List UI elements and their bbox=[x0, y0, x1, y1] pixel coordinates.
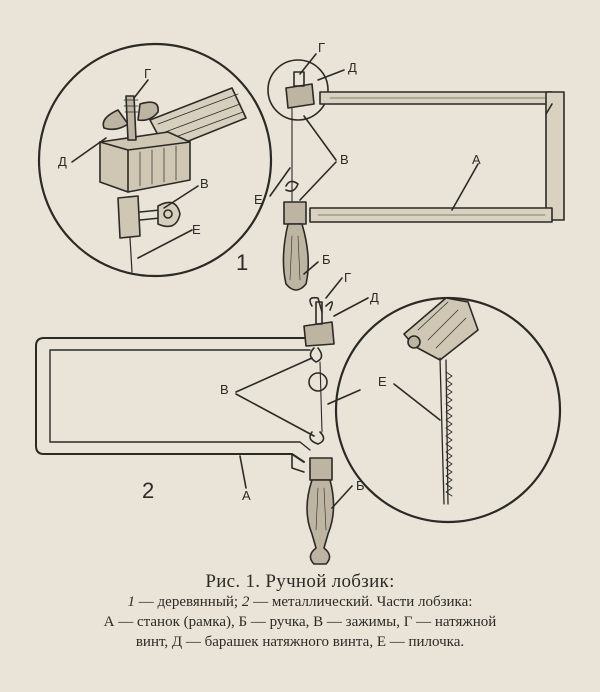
detail-circle-blade bbox=[334, 296, 562, 524]
figure-number-2: 2 bbox=[142, 478, 154, 503]
label-e: Е bbox=[378, 374, 387, 389]
label-group-metal: Г Д В Е А Б 2 bbox=[142, 270, 387, 503]
label-d: Д bbox=[370, 290, 379, 305]
caption-num-2: 2 bbox=[241, 594, 250, 610]
label-v: В bbox=[200, 176, 209, 191]
label-v: В bbox=[220, 382, 229, 397]
label-d: Д bbox=[58, 154, 67, 169]
label-g: Г bbox=[144, 66, 151, 81]
figure-caption: Рис. 1. Ручной лобзик: 1 — деревянный; 2… bbox=[0, 572, 600, 652]
label-b: Б bbox=[356, 478, 365, 493]
label-e: Е bbox=[254, 192, 263, 207]
figure-number-1: 1 bbox=[236, 250, 248, 275]
label-v: В bbox=[340, 152, 349, 167]
label-d: Д bbox=[348, 60, 357, 75]
label-a: А bbox=[472, 152, 481, 167]
label-group-wooden: Г Д В Е А Б 1 bbox=[236, 40, 481, 275]
caption-text-1: — деревянный; bbox=[135, 594, 242, 610]
label-g: Г bbox=[318, 40, 325, 55]
caption-text-2: — металлический. Части лобзика: bbox=[249, 594, 473, 610]
label-g: Г bbox=[344, 270, 351, 285]
caption-line-3: винт, Д — барашек натяжного винта, Е — п… bbox=[135, 634, 465, 650]
wooden-jigsaw bbox=[267, 53, 565, 291]
label-a: А bbox=[242, 488, 251, 503]
label-e: Е bbox=[192, 222, 201, 237]
metal-jigsaw bbox=[35, 277, 369, 565]
caption-line-2: А — станок (рамка), Б — ручка, В — зажим… bbox=[103, 614, 497, 630]
label-group-circle1: Г Д В Е bbox=[58, 66, 209, 237]
caption-line-1: 1 — деревянный; 2 — металлический. Части… bbox=[0, 592, 600, 612]
detail-circle-clamp bbox=[37, 42, 273, 278]
caption-num-1: 1 bbox=[127, 594, 136, 610]
caption-title: Рис. 1. Ручной лобзик: bbox=[205, 571, 395, 592]
label-b: Б bbox=[322, 252, 331, 267]
